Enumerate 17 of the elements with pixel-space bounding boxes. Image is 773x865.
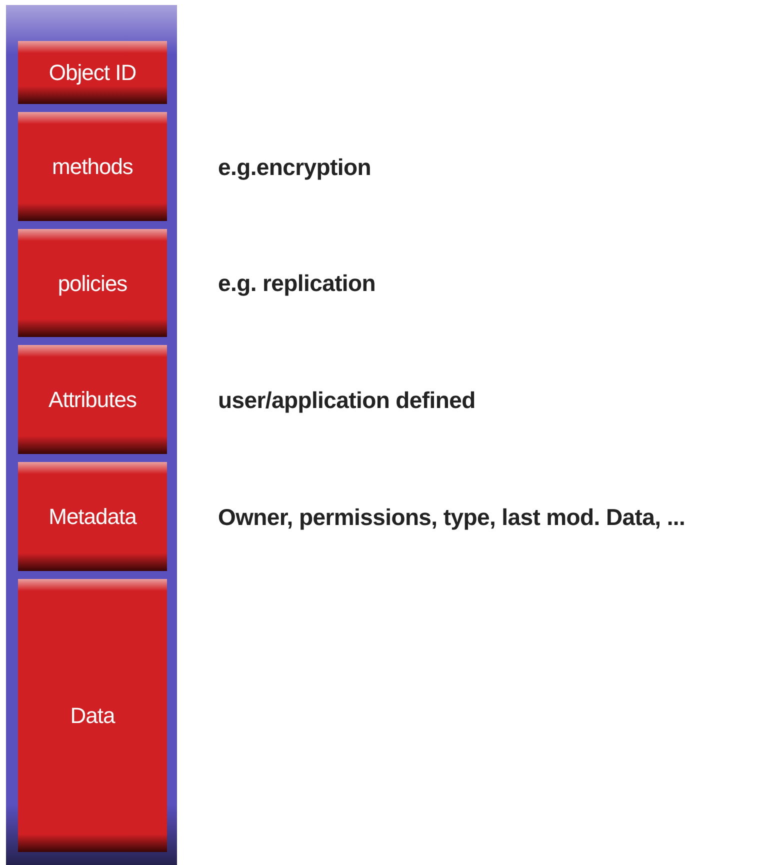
field-label: Attributes [48,386,136,414]
description-text: e.g. replication [218,268,376,298]
field-label: methods [52,153,133,181]
field-label: Data [70,702,115,730]
description-text: Owner, permissions, type, last mod. Data, ... [218,502,686,532]
field-box [18,462,167,571]
field-box [18,41,167,104]
description-text: e.g.encryption [218,152,371,182]
field-box [18,229,167,337]
field-box [18,345,167,454]
field-label: Metadata [48,503,136,531]
column-band [6,5,177,865]
field-label: Object ID [48,59,136,87]
field-box [18,579,167,852]
field-label: policies [58,270,128,298]
field-box [18,112,167,221]
description-text: user/application defined [218,385,476,415]
